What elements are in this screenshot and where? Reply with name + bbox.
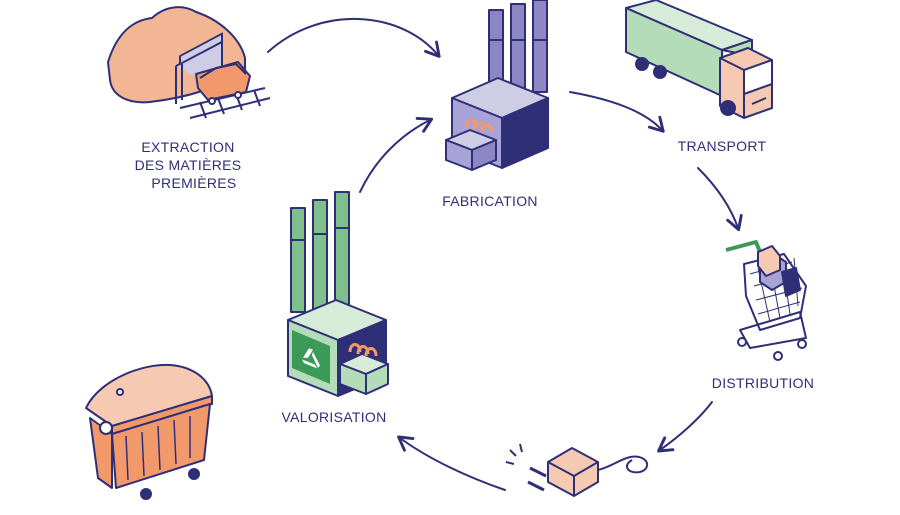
- arrow-use-to-valorisation: [397, 435, 506, 491]
- mine-icon: [107, 6, 271, 119]
- arrow-distribution-to-use: [657, 401, 713, 453]
- extraction-line-1: EXTRACTION: [141, 139, 235, 155]
- factory-icon: [445, 0, 549, 171]
- plug-icon: [505, 443, 648, 497]
- extraction-line-2: DES MATIÈRES: [134, 157, 242, 173]
- recycling-plant-icon: [287, 191, 389, 397]
- extraction-line-3: PREMIÈRES: [151, 175, 237, 191]
- arrow-valorisation-to-fabrication: [359, 116, 434, 193]
- cycle-arrows: [267, 17, 743, 491]
- stage-label-fabrication: FABRICATION: [442, 193, 538, 209]
- arrow-fabrication-to-transport: [569, 91, 665, 133]
- stage-label-extraction: EXTRACTION DES MATIÈRES PREMIÈRES: [118, 138, 258, 192]
- stage-label-transport: TRANSPORT: [677, 138, 767, 154]
- shopping-cart-icon: [725, 240, 807, 361]
- recycle-symbol-icon: [302, 348, 320, 369]
- stage-label-distribution: DISTRIBUTION: [711, 375, 815, 391]
- truck-icon: [625, 0, 773, 119]
- arrow-extraction-to-fabrication: [267, 17, 441, 58]
- stage-label-valorisation: VALORISATION: [281, 409, 387, 425]
- dumpster-icon: [85, 363, 213, 500]
- arrow-transport-to-distribution: [697, 167, 743, 232]
